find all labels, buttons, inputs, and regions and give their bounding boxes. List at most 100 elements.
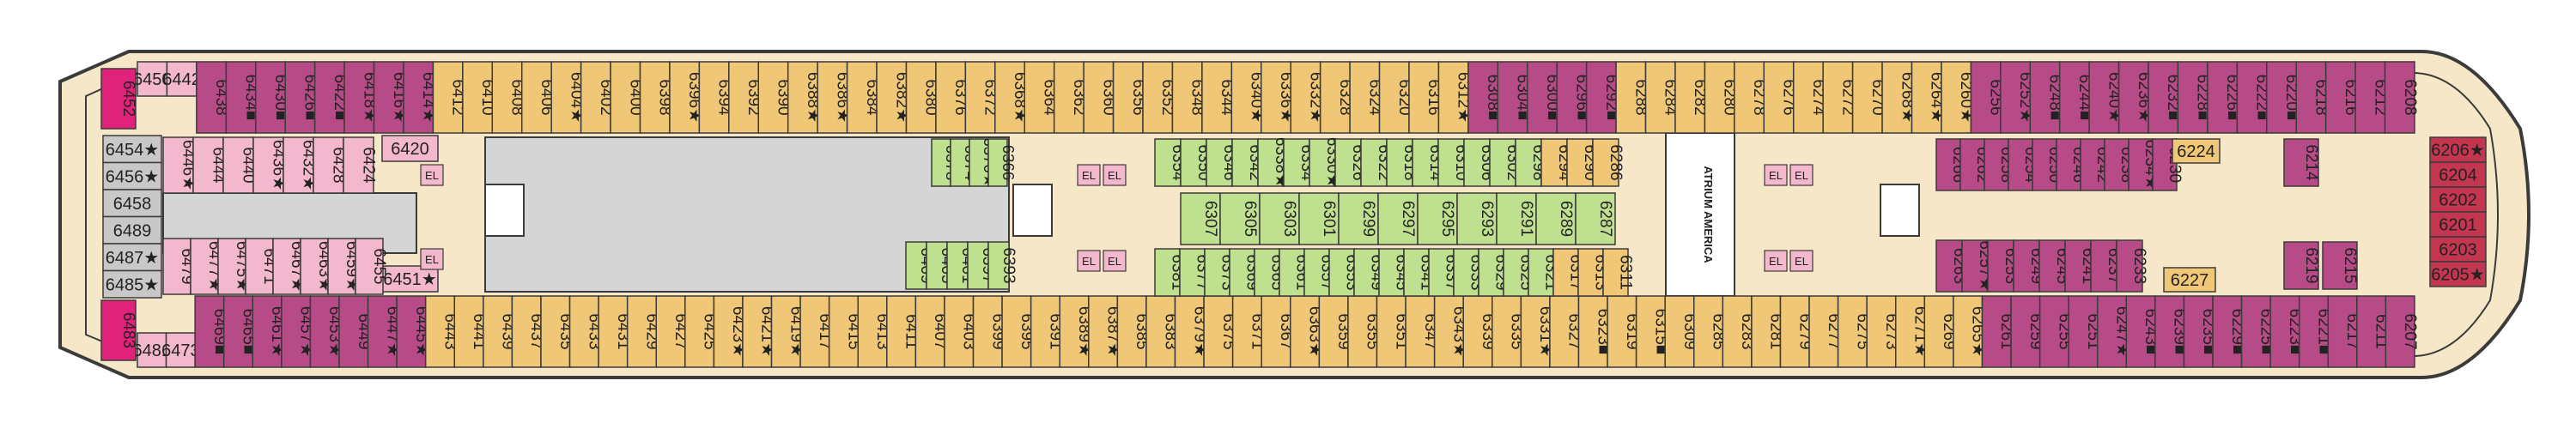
cabin-6446[interactable]: 6446★ <box>162 136 197 194</box>
cabin-6244[interactable]: 6244■ <box>2058 61 2093 134</box>
cabin-6489[interactable]: 6489 <box>102 215 162 245</box>
cabin-6232[interactable]: 6232■ <box>2148 61 2182 134</box>
cabin-6426[interactable]: 6426■ <box>284 61 319 134</box>
cabin-6270[interactable]: 6270 <box>1851 61 1886 134</box>
cabin-6228[interactable]: 6228■ <box>2177 61 2212 134</box>
cabin-6351[interactable]: 6351 <box>1376 295 1410 368</box>
cabin-6352[interactable]: 6352 <box>1142 61 1176 134</box>
cabin-6299[interactable]: 6299 <box>1338 192 1379 245</box>
cabin-6256[interactable]: 6256 <box>1970 61 2005 134</box>
cabin-6336[interactable]: 6336★ <box>1261 61 1295 134</box>
cabin-6287[interactable]: 6287 <box>1575 192 1616 245</box>
cabin-6235[interactable]: 6235■ <box>2183 295 2217 368</box>
cabin-6450[interactable]: 6450 <box>133 61 172 97</box>
cabin-6320[interactable]: 6320 <box>1378 61 1413 134</box>
cabin-6316[interactable]: 6316 <box>1408 61 1443 134</box>
cabin-6428[interactable]: 6428 <box>313 136 348 194</box>
cabin-6293[interactable]: 6293 <box>1456 192 1498 245</box>
cabin-6364[interactable]: 6364 <box>1024 61 1058 134</box>
cabin-6236[interactable]: 6236★ <box>2117 61 2153 134</box>
cabin-6205[interactable]: 6205★ <box>2429 261 2487 287</box>
cabin-6410[interactable]: 6410 <box>462 61 496 134</box>
cabin-6248[interactable]: 6248■ <box>2029 61 2063 134</box>
cabin-6456[interactable]: 6456★ <box>102 161 162 190</box>
cabin-6223[interactable]: 6223■ <box>2269 295 2304 368</box>
cabin-6407[interactable]: 6407 <box>914 295 949 368</box>
cabin-6224[interactable]: 6224 <box>2172 138 2221 164</box>
cabin-6427[interactable]: 6427 <box>655 295 690 368</box>
cabin-6451[interactable]: 6451★ <box>381 265 439 293</box>
cabin-6356[interactable]: 6356 <box>1112 61 1147 134</box>
cabin-6303[interactable]: 6303 <box>1259 192 1300 245</box>
cabin-6201[interactable]: 6201 <box>2429 211 2487 238</box>
cabin-6240[interactable]: 6240★ <box>2088 61 2123 134</box>
cabin-6252[interactable]: 6252★ <box>2000 61 2034 134</box>
cabin-6399[interactable]: 6399 <box>972 295 1007 368</box>
cabin-6206[interactable]: 6206★ <box>2429 136 2487 163</box>
cabin-6400[interactable]: 6400 <box>610 61 644 134</box>
cabin-6373[interactable]: 6373 <box>1204 248 1236 297</box>
cabin-6234[interactable]: 6234★ <box>2128 138 2160 191</box>
cabin-6430[interactable]: 6430■ <box>255 61 289 134</box>
cabin-6412[interactable]: 6412 <box>432 61 467 134</box>
cabin-6436[interactable]: 6436★ <box>252 136 288 194</box>
cabin-6282[interactable]: 6282 <box>1674 61 1709 134</box>
cabin-6283[interactable]: 6283 <box>1722 295 1756 368</box>
cabin-6452[interactable]: 6452 <box>100 68 137 130</box>
cabin-6292[interactable]: 6292■ <box>1585 61 1620 134</box>
cabin-6414[interactable]: 6414★ <box>403 61 437 134</box>
cabin-6393[interactable]: 6393 <box>987 241 1018 290</box>
cabin-6449[interactable]: 6449 <box>338 295 373 368</box>
cabin-6274[interactable]: 6274 <box>1792 61 1827 134</box>
cabin-6384[interactable]: 6384 <box>846 61 881 134</box>
cabin-6312[interactable]: 6312★ <box>1437 61 1473 134</box>
cabin-6296[interactable]: 6296■ <box>1556 61 1590 134</box>
cabin-6444[interactable]: 6444 <box>192 136 228 194</box>
cabin-6212[interactable]: 6212 <box>2354 61 2389 134</box>
cabin-6483[interactable]: 6483 <box>100 299 137 361</box>
cabin-6340[interactable]: 6340★ <box>1230 61 1266 134</box>
cabin-6214[interactable]: 6214 <box>2283 138 2320 187</box>
cabin-6438[interactable]: 6438 <box>196 61 230 134</box>
cabin-6260[interactable]: 6260★ <box>1941 61 1975 134</box>
cabin-6318[interactable]: 6318 <box>1386 138 1419 187</box>
cabin-6366[interactable]: 6366 <box>987 138 1018 187</box>
cabin-6376[interactable]: 6376 <box>935 61 969 134</box>
cabin-6403[interactable]: 6403 <box>944 295 978 368</box>
cabin-6418[interactable]: 6418★ <box>343 61 378 134</box>
cabin-6346[interactable]: 6346 <box>1206 138 1238 187</box>
cabin-6443[interactable]: 6443 <box>424 295 459 368</box>
cabin-6311[interactable]: 6311 <box>1602 248 1635 297</box>
cabin-6348[interactable]: 6348 <box>1171 61 1206 134</box>
cabin-6406[interactable]: 6406 <box>520 61 556 134</box>
cabin-6289[interactable]: 6289 <box>1535 192 1577 245</box>
cabin-6415[interactable]: 6415 <box>828 295 863 368</box>
cabin-6360[interactable]: 6360 <box>1083 61 1117 134</box>
cabin-6362[interactable]: 6362 <box>1053 61 1088 134</box>
cabin-6377[interactable]: 6377 <box>1179 248 1212 297</box>
cabin-6278[interactable]: 6278 <box>1734 61 1768 134</box>
cabin-6459[interactable]: 6459★ <box>327 238 361 295</box>
cabin-6394[interactable]: 6394 <box>698 61 733 134</box>
cabin-6440[interactable]: 6440 <box>222 136 258 194</box>
cabin-6268[interactable]: 6268★ <box>1881 61 1916 134</box>
cabin-6398[interactable]: 6398 <box>639 61 674 134</box>
cabin-6204[interactable]: 6204 <box>2429 161 2487 188</box>
cabin-6307[interactable]: 6307 <box>1180 192 1221 245</box>
cabin-6335[interactable]: 6335 <box>1492 295 1526 368</box>
cabin-6215[interactable]: 6215 <box>2322 241 2359 290</box>
cabin-6219[interactable]: 6219 <box>2283 241 2320 290</box>
cabin-6424[interactable]: 6424 <box>343 136 378 194</box>
cabin-6207[interactable]: 6207 <box>2385 295 2419 368</box>
cabin-6402[interactable]: 6402 <box>580 61 615 134</box>
cabin-6218[interactable]: 6218 <box>2295 61 2330 134</box>
cabin-6281[interactable]: 6281 <box>1751 295 1785 368</box>
cabin-6269[interactable]: 6269 <box>1923 295 1958 368</box>
cabin-6458[interactable]: 6458 <box>102 189 162 218</box>
cabin-6386[interactable]: 6386★ <box>817 61 851 134</box>
cabin-6291[interactable]: 6291 <box>1496 192 1537 245</box>
cabin-6372[interactable]: 6372 <box>964 61 999 134</box>
cabin-6404[interactable]: 6404★ <box>550 61 585 134</box>
cabin-6328[interactable]: 6328 <box>1319 61 1354 134</box>
cabin-6408[interactable]: 6408 <box>491 61 526 134</box>
